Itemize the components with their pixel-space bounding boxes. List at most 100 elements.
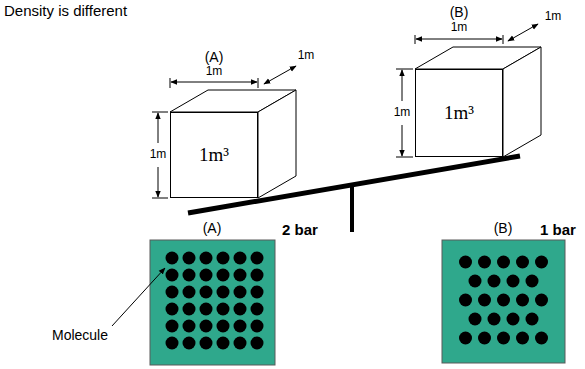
molecule xyxy=(200,320,213,333)
molecule xyxy=(217,269,230,282)
molecule xyxy=(526,275,539,288)
leader-line xyxy=(112,268,165,326)
molecule xyxy=(488,313,501,326)
cube-side xyxy=(258,90,296,198)
molecule xyxy=(516,294,529,307)
molecule xyxy=(459,332,472,345)
dimension-arrow xyxy=(402,125,403,156)
panel-name: (B) xyxy=(494,221,513,236)
molecule xyxy=(217,320,230,333)
molecule xyxy=(200,252,213,265)
molecule xyxy=(183,303,196,316)
dimension-arrow xyxy=(416,39,502,40)
molecule xyxy=(166,337,179,350)
molecule xyxy=(488,275,501,288)
molecule xyxy=(478,294,491,307)
dimension-label: 1m xyxy=(451,21,468,34)
molecule xyxy=(251,320,264,333)
molecule xyxy=(234,286,247,299)
molecule xyxy=(251,303,264,316)
molecule xyxy=(234,303,247,316)
molecule xyxy=(217,337,230,350)
callout-label: Molecule xyxy=(52,328,108,343)
dimension-tick xyxy=(170,78,171,88)
molecule xyxy=(183,320,196,333)
molecule xyxy=(234,252,247,265)
molecule xyxy=(535,332,548,345)
molecule xyxy=(234,269,247,282)
volume-label: 1m³ xyxy=(199,144,229,166)
dimension-arrow xyxy=(508,24,538,41)
pressure-label: 1 bar xyxy=(540,222,576,239)
dimension-tick xyxy=(396,157,413,158)
molecule xyxy=(200,303,213,316)
panel-name: (A) xyxy=(203,221,222,236)
molecule xyxy=(200,269,213,282)
dimension-label: 1m xyxy=(298,49,315,62)
molecule xyxy=(166,286,179,299)
molecule xyxy=(166,269,179,282)
title: Density is different xyxy=(4,2,127,19)
seesaw-pivot xyxy=(350,186,354,232)
molecule xyxy=(478,256,491,269)
molecule xyxy=(251,337,264,350)
molecule xyxy=(217,303,230,316)
molecule xyxy=(234,337,247,350)
molecule xyxy=(251,252,264,265)
molecule xyxy=(469,313,482,326)
molecule xyxy=(234,320,247,333)
molecule xyxy=(166,303,179,316)
gas-panel xyxy=(150,240,275,365)
molecule xyxy=(200,286,213,299)
molecule xyxy=(183,252,196,265)
molecule xyxy=(459,294,472,307)
molecule xyxy=(166,252,179,265)
molecule xyxy=(497,294,510,307)
dimension-arrow xyxy=(158,167,159,197)
molecule xyxy=(251,269,264,282)
molecule xyxy=(497,256,510,269)
gas-panel xyxy=(442,240,565,363)
dimension-tick xyxy=(396,69,413,70)
dimension-tick xyxy=(503,35,504,44)
volume-label: 1m³ xyxy=(444,102,474,124)
molecule xyxy=(535,256,548,269)
dimension-label: 1m xyxy=(394,106,411,119)
dimension-arrow xyxy=(264,66,296,84)
dimension-arrow xyxy=(158,113,159,143)
dimension-label: 1m xyxy=(545,10,562,23)
molecule-dots xyxy=(166,252,549,350)
molecule xyxy=(183,269,196,282)
dimension-arrow xyxy=(171,82,257,83)
molecule xyxy=(183,337,196,350)
pressure-label: 2 bar xyxy=(282,222,318,239)
cube-name: (B) xyxy=(450,5,469,20)
cube-face: 1m³ xyxy=(170,112,258,198)
cube-face: 1m³ xyxy=(415,69,503,157)
dimension-tick xyxy=(415,35,416,44)
dimension-tick xyxy=(152,112,168,113)
molecule xyxy=(516,256,529,269)
molecule xyxy=(478,332,491,345)
cube-name: (A) xyxy=(205,50,224,65)
molecule xyxy=(251,286,264,299)
molecule xyxy=(217,286,230,299)
dimension-label: 1m xyxy=(150,148,167,161)
molecule xyxy=(166,320,179,333)
cube-side xyxy=(503,47,541,157)
molecule xyxy=(200,337,213,350)
molecule xyxy=(497,332,510,345)
molecule xyxy=(526,313,539,326)
dimension-arrow xyxy=(402,70,403,101)
molecule xyxy=(469,275,482,288)
molecule xyxy=(217,252,230,265)
molecule xyxy=(516,332,529,345)
molecule xyxy=(535,294,548,307)
molecule xyxy=(183,286,196,299)
molecule xyxy=(507,275,520,288)
dimension-tick xyxy=(258,78,259,88)
molecule xyxy=(507,313,520,326)
dimension-label: 1m xyxy=(206,65,223,78)
